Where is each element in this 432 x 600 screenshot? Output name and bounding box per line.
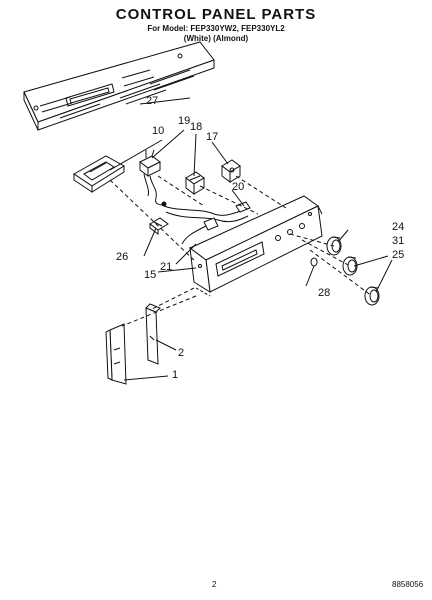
label-25: 25 bbox=[392, 249, 404, 261]
label-2: 2 bbox=[178, 347, 184, 359]
label-26: 26 bbox=[116, 251, 128, 263]
switch-part-18 bbox=[185, 171, 205, 195]
leader-lines bbox=[109, 97, 393, 381]
label-20: 20 bbox=[232, 181, 244, 193]
label-17: 17 bbox=[206, 131, 218, 143]
figure-number: 8858056 bbox=[392, 580, 424, 589]
label-21: 21 bbox=[160, 261, 172, 273]
label-18: 18 bbox=[190, 121, 202, 133]
page-title: CONTROL PANEL PARTS bbox=[115, 6, 317, 23]
label-31: 31 bbox=[392, 235, 404, 247]
rear-panel-part bbox=[23, 41, 215, 131]
bracket-part-1 bbox=[105, 323, 127, 385]
label-1: 1 bbox=[172, 369, 178, 381]
wire-harness-part bbox=[163, 201, 251, 245]
switch-part-17 bbox=[221, 159, 241, 183]
page-number: 2 bbox=[212, 580, 217, 589]
label-15: 15 bbox=[144, 269, 156, 281]
label-28: 28 bbox=[318, 287, 330, 299]
bracket-part-2 bbox=[145, 303, 161, 365]
switch-part-19 bbox=[139, 149, 167, 207]
label-27: 27 bbox=[146, 95, 158, 107]
knob-part-31 bbox=[342, 256, 358, 276]
clock-display-part bbox=[73, 155, 125, 193]
label-10: 10 bbox=[152, 125, 164, 137]
clip-part-26 bbox=[149, 217, 169, 235]
label-19: 19 bbox=[178, 115, 190, 127]
label-24: 24 bbox=[392, 221, 404, 233]
assembly-lines bbox=[109, 175, 373, 327]
console-housing-part bbox=[189, 195, 323, 297]
model-line: For Model: FEP330YW2, FEP330YL2 bbox=[147, 24, 285, 33]
spacer-part-28 bbox=[310, 257, 318, 267]
color-line: (White) (Almond) bbox=[183, 34, 249, 43]
